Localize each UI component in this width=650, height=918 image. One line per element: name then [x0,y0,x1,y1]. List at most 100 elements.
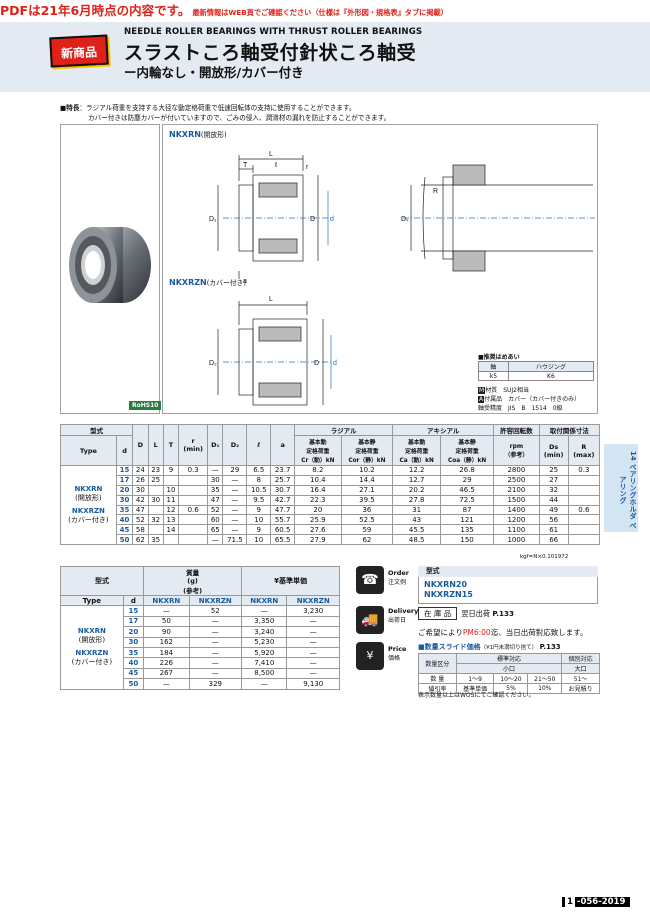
fit-housing: K6 [507,371,595,381]
spec-cell [178,484,209,496]
spec-cell: — [222,504,248,516]
spec-cell: 62 [340,534,394,546]
spec-cell [178,524,209,536]
volume-note: 表示数量以上はWOSにてご確認ください。 [418,692,535,699]
spec-head-D: D [132,424,149,466]
spec-head-L: L [147,424,164,466]
spec-cell: 12 [162,504,180,516]
spec-cell [147,504,164,516]
volume-price-table: 数量区分 標準対応 個別対応 小口 大口 数 量 1〜9 10〜20 21〜50… [418,653,600,694]
spec-head-mount: 取付関係寸法 [538,424,601,436]
spec-cell [147,484,164,496]
spec-cell: 27.1 [340,484,394,496]
spec-cell: 20 [115,484,134,496]
spec-cell: — [222,474,248,486]
price-table: 型式 質量 (g) (参考) ¥基準単価 Type d NKXRN NKXRZN… [59,566,340,690]
price-cell: 20 [122,626,145,638]
notice-detail: 最新情報はWEB頁でご確認ください（仕様は『外形図・規格表』タブに掲載） [192,8,448,17]
spec-cell: 2800 [493,465,540,476]
spec-cell: — [207,465,224,476]
spec-cell: 62 [132,534,149,546]
spec-head-type-sub: Type [60,435,117,466]
dim-T: T [243,162,248,169]
spec-cell: 0.3 [567,465,601,476]
price-cell: — [188,615,243,628]
price-cell: — [188,657,243,669]
same-day-info: ご希望によりPM6:00迄、当日出荷對応致します。 [418,628,588,637]
spec-cell: — [222,494,248,506]
vol-head-small: 小口 [455,663,563,674]
spec-cell: 10 [246,514,272,526]
price-cell: 35 [122,646,145,659]
spec-cell: 1000 [493,534,540,546]
spec-cell: 26 [132,474,149,486]
price-cell: 162 [143,636,190,648]
delivery-page-ref[interactable]: P.133 [492,609,515,618]
spec-head-cr: 基本動 定格荷重 Cr（動）kN [294,435,342,466]
spec-cell [567,534,601,546]
spec-cell: 52.5 [340,514,394,526]
section-tab[interactable]: 14 ベアリングホルダ ベアリング [604,444,638,532]
spec-cell: 150 [440,534,495,546]
spec-cell: 20 [294,504,342,516]
spec-cell: 56 [538,514,569,526]
spec-cell: 39.5 [340,494,394,506]
note-material: M材質 SUJ2相当 [478,387,529,394]
spec-cell: 9 [246,524,272,536]
price-cell: 226 [143,657,190,669]
spec-cell: 50 [115,534,134,546]
price-cell: 15 [122,605,145,617]
spec-cell: 26.8 [440,465,495,476]
price-cell: — [188,667,243,680]
spec-cell: 8.2 [294,465,342,476]
kgf-note: kgf=N×0.101972 [520,554,569,560]
spec-cell [162,534,180,546]
price-cell: 3,350 [241,615,288,628]
spec-cell [178,494,209,506]
price-cell: 45 [122,667,145,680]
dim-r: r [306,164,309,171]
price-cell: 50 [122,678,145,690]
price-cell: — [241,678,288,690]
spec-cell: 10.2 [340,465,394,476]
spec-cell [178,474,209,486]
spec-cell: 72.5 [440,494,495,506]
spec-cell: 0.3 [178,465,209,476]
price-cell: — [188,636,243,648]
spec-cell: 29 [440,474,495,486]
spec-cell: 65.5 [270,534,296,546]
price-cell: — [286,657,340,669]
spec-cell: 2100 [493,484,540,496]
spec-cell: 35 [147,534,164,546]
spec-cell: 13 [162,514,180,526]
price-type-cell: NKXRN(開放形)NKXRZN(カバー付き) [60,605,124,690]
dim-D1: D₁ [209,216,217,223]
price-cell: — [241,605,288,617]
features-label: ■特長 [60,104,80,112]
spec-cell: 30 [207,474,224,486]
rohs-badge: RoHS10 [129,401,162,410]
spec-cell [567,474,601,486]
features-section: ■特長：ラジアル荷重を支持する大径な動定格荷重で低速回転体の支持に使用することが… [60,103,600,123]
price-sub-d: d [122,594,145,607]
spec-cell: 36 [340,504,394,516]
delivery-truck-icon: 🚚 [356,606,384,634]
page-number: 1-056-2019 [562,897,631,907]
vol-qty-label: 数 量 [418,673,457,684]
vol-qty-2: 10〜20 [493,673,529,684]
price-cell: 329 [188,678,243,690]
vol-rate-4: お見積り [561,683,600,694]
spec-cell: 60.5 [270,524,296,536]
dim-Ds: Dₛ [401,216,409,223]
spec-cell: 42.7 [270,494,296,506]
spec-head-rpm: 許容回転数 [493,424,540,436]
delivery-info: 在 庫 品翌日出荷 P.133 [418,607,514,620]
price-row: 50—329—9,130 [61,678,340,690]
spec-cell: 10 [246,534,272,546]
